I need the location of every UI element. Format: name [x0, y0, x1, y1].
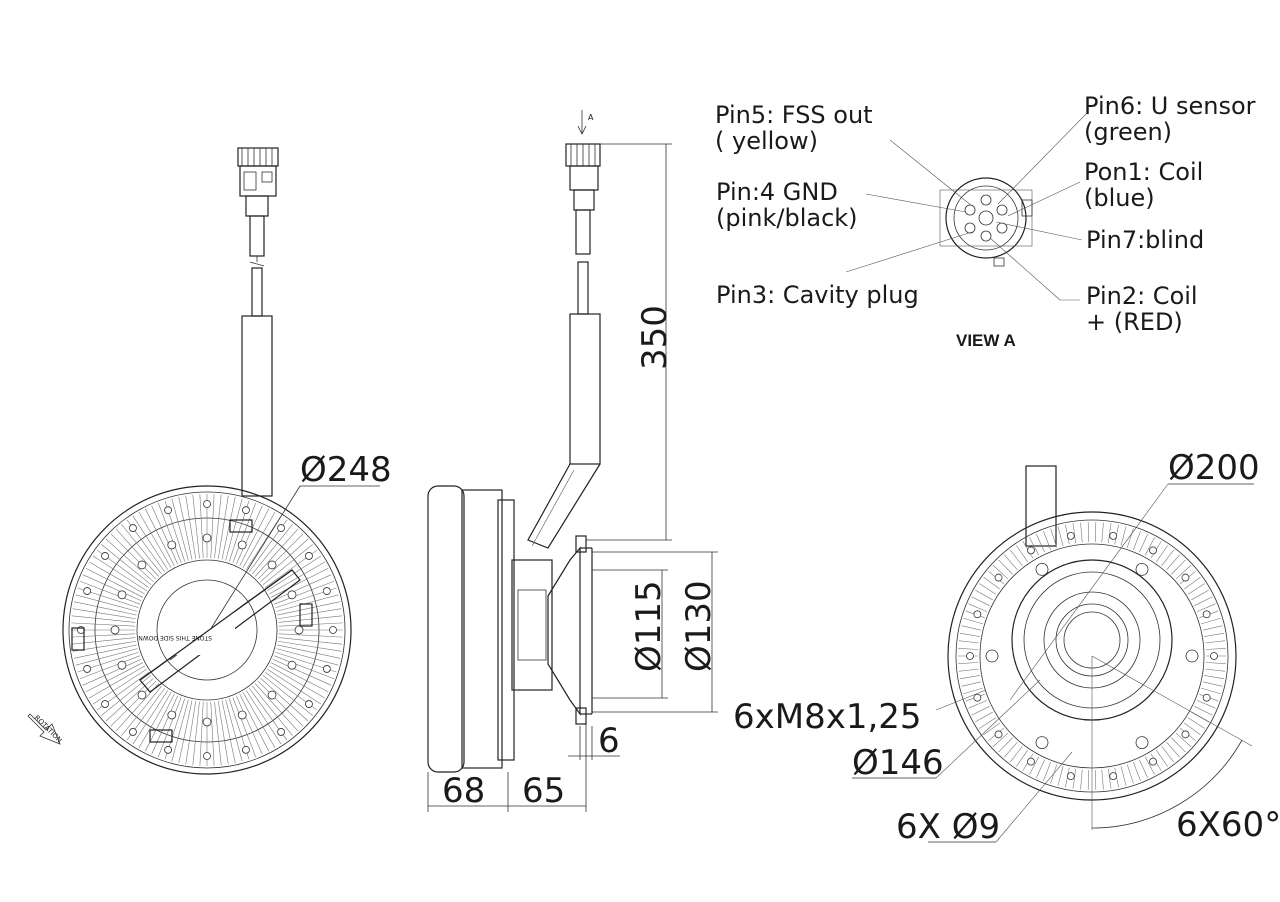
view-a-label: VIEW A	[956, 331, 1016, 350]
pin5-label: Pin5: FSS out	[715, 101, 873, 129]
pin1-label: Pon1: Coil	[1084, 158, 1203, 186]
center-slots	[139, 569, 301, 693]
diameter-115-label: Ø115	[629, 580, 669, 672]
diameter-200-label: Ø200	[1168, 448, 1260, 488]
connector-view-a: Pin5: FSS out ( yellow) Pin6: U sensor (…	[715, 92, 1256, 350]
length-350-label: 350	[635, 305, 675, 370]
pin2-color: + (RED)	[1086, 308, 1183, 336]
pin4-label: Pin:4 GND	[716, 178, 838, 206]
pin2-label: Pin2: Coil	[1086, 282, 1198, 310]
rear-view-fan-clutch: Ø200 6xM8x1,25 Ø146 6X Ø9 6X60°	[733, 448, 1280, 847]
thread-label: 6xM8x1,25	[733, 697, 922, 737]
pin7-label: Pin7:blind	[1086, 226, 1204, 254]
front-view-fan-clutch: STONE THIS SIDE DOWN ROTATION Ø248	[27, 147, 392, 775]
diameter-130-label: Ø130	[679, 580, 719, 672]
radial-fins-rear	[958, 522, 1226, 790]
holes-label: 6X Ø9	[896, 807, 1000, 847]
diameter-146-label: Ø146	[852, 743, 944, 783]
diameter-248-label: Ø248	[300, 450, 392, 490]
width-68-label: 68	[442, 771, 485, 811]
bolt-holes-ring	[77, 500, 337, 760]
width-65-label: 65	[522, 771, 565, 811]
rotation-label: ROTATION	[33, 714, 64, 745]
radial-fins	[71, 494, 343, 766]
pin6-color: (green)	[1084, 118, 1172, 146]
side-view-fan-clutch: A 350	[427, 110, 719, 812]
stone-side-text: STONE THIS SIDE DOWN	[138, 634, 212, 641]
mounting-holes-rear	[966, 531, 1218, 781]
rotation-arrow: ROTATION	[27, 713, 64, 745]
pin5-color: ( yellow)	[715, 127, 818, 155]
pin6-label: Pin6: U sensor	[1084, 92, 1256, 120]
pin1-color: (blue)	[1084, 184, 1155, 212]
pin3-label: Pin3: Cavity plug	[716, 281, 919, 309]
pin4-color: (pink/black)	[716, 204, 858, 232]
angle-label: 6X60°	[1176, 805, 1280, 845]
outer-disk	[62, 485, 352, 775]
view-a-arrow-label: A	[588, 113, 594, 122]
cable-connector-front	[237, 147, 279, 497]
thickness-6-label: 6	[598, 721, 620, 761]
